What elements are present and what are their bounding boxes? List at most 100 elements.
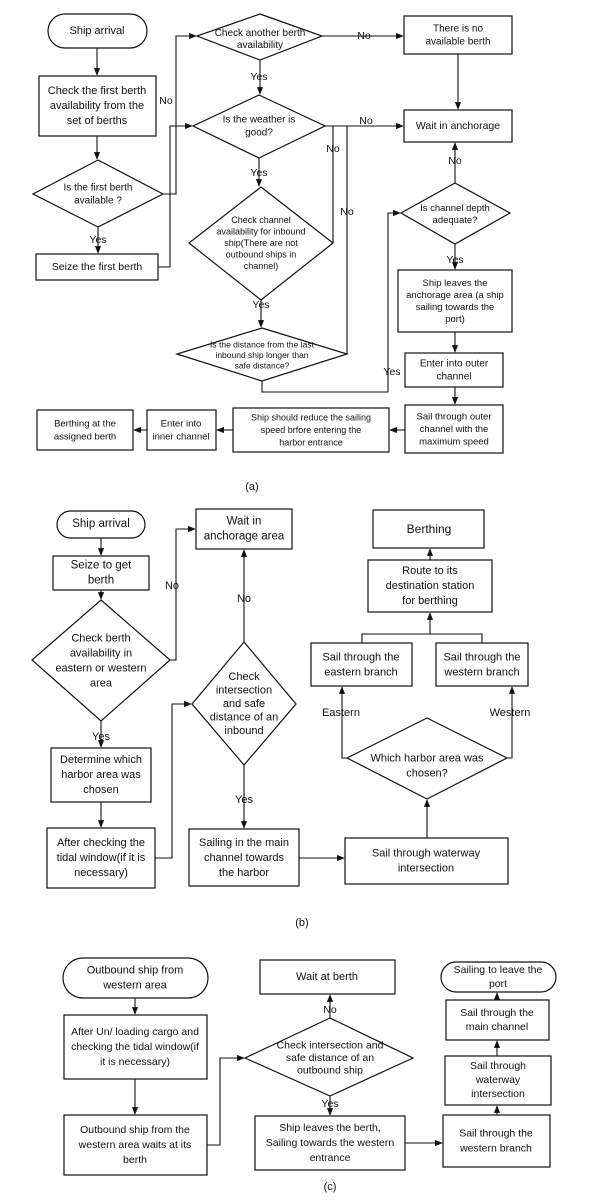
node-b-which-area-decision: [345, 717, 509, 800]
node-text-line: area: [90, 678, 113, 690]
node-text-line: it is necessary): [100, 1056, 170, 1068]
label-a-no-channel: No: [326, 143, 340, 155]
node-text-line: Sail through the: [322, 652, 399, 664]
node-text-line: Wait in: [227, 516, 262, 528]
node-text-line: Seize the first berth: [52, 261, 143, 273]
node-text-line: berth: [123, 1154, 147, 1166]
node-text-line: safe distance?: [235, 361, 290, 371]
text-ship-arrival: Ship arrival: [69, 25, 124, 37]
node-text-line: Ship arrival: [72, 518, 130, 530]
node-text-line: outbound ships in: [226, 250, 297, 260]
node-text-line: port: [489, 978, 507, 990]
node-sail-outer-channel: [404, 404, 504, 454]
node-text-line: Sail through outer: [417, 411, 492, 422]
node-text-line: chosen: [83, 784, 118, 796]
label-a-yes-channel: Yes: [252, 299, 269, 311]
node-text-line: There is no: [433, 23, 483, 34]
label-c-yes: Yes: [321, 1098, 338, 1110]
node-text-line: Check another berth: [215, 28, 306, 39]
node-c-western-branch: [442, 1114, 551, 1168]
caption-a: (a): [245, 481, 258, 493]
node-c-wait-at-berth: [259, 959, 396, 995]
node-text-line: availability for inbound: [216, 227, 305, 237]
caption-c: (c): [324, 1181, 337, 1193]
node-first-berth-available-decision: [31, 159, 165, 228]
node-text-line: Enter into: [161, 418, 202, 429]
node-text-line: Is the first berth: [64, 182, 133, 193]
caption-b: (b): [295, 917, 308, 929]
node-c-leaves-berth: [254, 1115, 406, 1171]
label-a-no-another: No: [357, 30, 371, 42]
label-b-eastern: Eastern: [322, 707, 360, 719]
node-text-line: western area: [102, 980, 167, 992]
label-c-no: No: [323, 1004, 337, 1016]
node-text-line: set of berths: [67, 115, 128, 127]
node-text-line: Sailing in the main: [199, 837, 289, 849]
node-text-line: Is the weather is: [223, 114, 296, 125]
node-text-line: channel: [436, 371, 471, 382]
node-text-line: harbor area was: [61, 769, 141, 781]
node-enter-outer-channel: [404, 352, 504, 388]
node-seize-first-berth: [35, 253, 159, 281]
node-text-line: availability in: [70, 648, 132, 660]
text-b-berthing: Berthing: [407, 522, 452, 536]
node-text-line: sailing towards the: [416, 302, 495, 313]
node-text-line: western branch: [459, 1143, 532, 1155]
node-text-line: Route to its: [402, 565, 458, 577]
node-b-route: [367, 559, 493, 613]
node-b-tidal-window: [46, 827, 156, 889]
node-text-line: Sailing towards the western: [266, 1137, 395, 1149]
edge-b-6: [155, 700, 192, 859]
text-c-leaves-berth: Ship leaves the berth, Sailing towards th…: [266, 1122, 395, 1164]
node-text-line: assigned berth: [54, 431, 116, 442]
node-text-line: Outbound ship from: [87, 965, 184, 977]
node-text-line: After Un/ loading cargo and: [71, 1026, 199, 1038]
node-b-eastern-branch: [310, 642, 413, 687]
node-text-line: berth: [88, 575, 114, 587]
node-text-line: Check intersection and: [277, 1040, 384, 1052]
node-text-line: Is channel depth: [420, 203, 490, 214]
node-text-line: anchorage area (a ship: [406, 290, 504, 301]
node-reduce-speed: [232, 407, 390, 453]
text-b-ship-arrival: Ship arrival: [72, 518, 130, 530]
node-text-line: Ship should reduce the sailing: [251, 413, 371, 423]
node-enter-inner-channel: [146, 409, 217, 451]
node-text-line: for berthing: [402, 595, 458, 607]
node-text-line: western branch: [443, 667, 519, 679]
node-text-line: chosen?: [406, 768, 448, 780]
node-b-wait-anchorage: [195, 508, 293, 550]
node-text-line: Sail through the: [460, 1007, 534, 1019]
edge-a-14: [261, 209, 401, 393]
node-text-line: speed brfore entering the: [261, 425, 362, 435]
label-a-yes-distance: Yes: [383, 366, 400, 378]
edge-a-8: [158, 122, 193, 268]
node-text-line: Ship leaves the berth,: [279, 1122, 381, 1134]
node-text-line: channel towards: [204, 852, 285, 864]
node-b-berthing: [372, 509, 485, 549]
text-seize-first-berth: Seize the first berth: [52, 261, 143, 273]
node-text-line: Berthing: [407, 522, 452, 536]
node-text-line: Check berth: [71, 633, 130, 645]
node-b-main-channel: [188, 828, 300, 887]
node-text-line: Sail through the: [443, 652, 520, 664]
node-text-line: inbound ship longer than: [215, 350, 308, 360]
node-text-line: Which harbor area was: [370, 753, 484, 765]
